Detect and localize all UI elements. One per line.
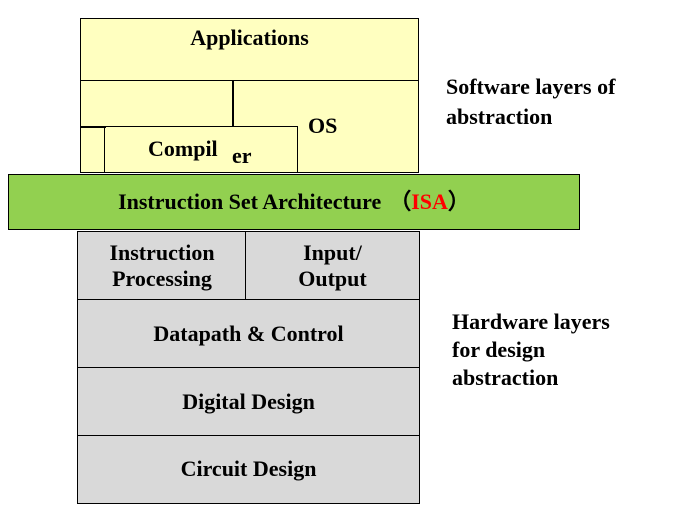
hardware-caption-line2: for design: [452, 337, 546, 362]
os-divider: [232, 80, 234, 127]
isa-label: Instruction Set Architecture: [118, 188, 382, 214]
software-caption: Software layers of abstraction: [446, 72, 615, 132]
datapath-label: Datapath & Control: [153, 320, 344, 346]
datapath-layer: Datapath & Control: [77, 299, 420, 369]
compiler-left-divider: [80, 126, 106, 128]
circuit-design-layer: Circuit Design: [77, 435, 420, 504]
isa-close-paren: ）: [447, 188, 470, 214]
compiler-label-part2: er: [232, 143, 252, 168]
instruction-processing-line1: Instruction: [109, 239, 215, 265]
io-layer: Input/ Output: [245, 231, 420, 301]
compiler-layer: [104, 126, 298, 173]
isa-abbr: ISA: [411, 188, 448, 214]
io-line1: Input/: [303, 239, 362, 265]
compiler-label-part1: Compil: [148, 136, 218, 161]
isa-layer: Instruction Set Architecture （ ISA ）: [8, 174, 580, 230]
circuit-design-label: Circuit Design: [180, 456, 317, 482]
hardware-caption-line1: Hardware layers: [452, 309, 610, 334]
isa-open-paren: （: [389, 188, 412, 214]
instruction-processing-line2: Processing: [112, 266, 212, 291]
instruction-processing-layer: Instruction Processing: [77, 231, 247, 301]
io-line2: Output: [298, 266, 367, 291]
applications-layer: [80, 18, 419, 82]
hardware-caption-line3: abstraction: [452, 365, 559, 390]
applications-label: Applications: [190, 25, 309, 50]
software-caption-line2: abstraction: [446, 104, 553, 129]
software-caption-line1: Software layers of: [446, 74, 616, 99]
hardware-caption: Hardware layers for design abstraction: [452, 308, 610, 392]
os-label: OS: [308, 113, 338, 138]
digital-design-label: Digital Design: [182, 388, 315, 414]
digital-design-layer: Digital Design: [77, 367, 420, 437]
